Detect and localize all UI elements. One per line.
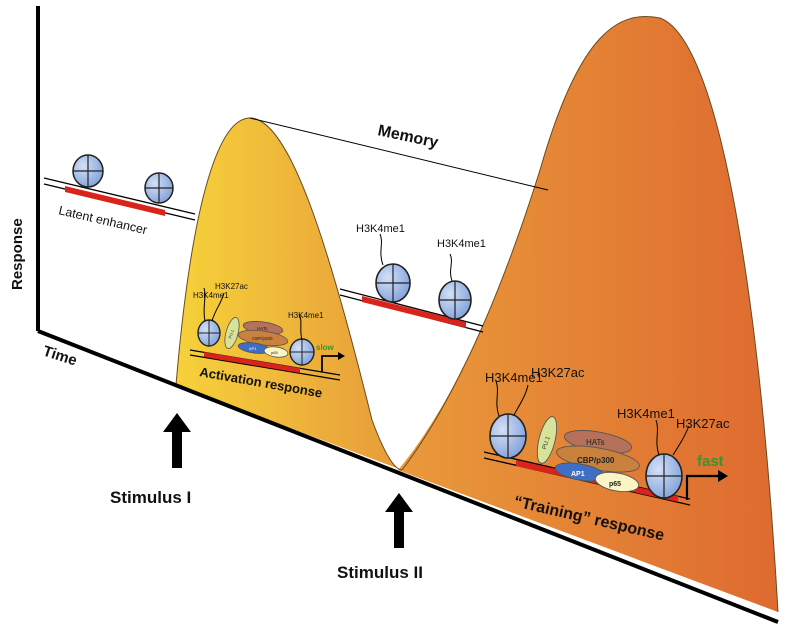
pu1-factor xyxy=(536,416,558,464)
ap1-label: AP1 xyxy=(249,346,257,351)
cbp-label: CBP/p300 xyxy=(577,456,615,465)
p65-label: p65 xyxy=(271,350,278,355)
nucleosome-icon xyxy=(72,154,104,188)
fast-label: fast xyxy=(697,453,724,470)
nucleosome-icon xyxy=(645,453,683,499)
h3k4me1-mark-label: H3K4me1 xyxy=(617,406,675,421)
nucleosome-icon xyxy=(375,263,411,303)
poised-enhancer: H3K4me1 H3K4me1 xyxy=(339,223,486,333)
response-curve-outline xyxy=(175,15,779,613)
response-curve-first-peak xyxy=(176,118,402,470)
pu1-label: PU.1 xyxy=(542,435,552,450)
stimulus-2-arrow-icon xyxy=(385,493,413,548)
nucleosome-icon xyxy=(489,413,527,459)
nucleosome-icon xyxy=(289,338,315,366)
h3k27ac-mark-label: H3K27ac xyxy=(676,416,730,431)
response-curve-second-peak xyxy=(398,16,778,613)
h3k27ac-mark-label: H3K27ac xyxy=(215,282,248,291)
ap1-label: AP1 xyxy=(571,471,585,478)
activation-tss-arrow-icon xyxy=(321,355,342,372)
h3k4me1-mark-label: H3K4me1 xyxy=(288,311,324,320)
p65-label: p65 xyxy=(609,481,621,488)
stimulus-2-label: Stimulus II xyxy=(337,563,423,582)
nucleosome-icon xyxy=(197,319,221,347)
pu1-label: PU.1 xyxy=(227,328,235,339)
p65-factor xyxy=(263,346,289,358)
cbp-label: CBP/p300 xyxy=(252,336,273,341)
latent-enhancer: Latent enhancer xyxy=(43,154,196,237)
pu1-factor xyxy=(224,317,240,349)
stimulus-1-label: Stimulus I xyxy=(110,488,191,507)
h3k4me1-mark-label: H3K4me1 xyxy=(193,291,229,300)
nucleosome-icon xyxy=(144,172,174,204)
h3k4me1-mark-label: H3K4me1 xyxy=(485,370,543,385)
training-tss-arrow-icon xyxy=(685,474,722,500)
nucleosome-icon xyxy=(438,280,472,320)
y-axis-label: Response xyxy=(9,218,26,290)
memory-label: Memory xyxy=(376,122,440,151)
hats-label: HATs xyxy=(257,326,268,331)
stimulus-1-arrow-icon xyxy=(163,413,191,468)
x-axis xyxy=(37,329,779,624)
slow-label: slow xyxy=(316,343,335,352)
h3k27ac-mark-label: H3K27ac xyxy=(531,365,585,380)
h3k4me1-mark-label: H3K4me1 xyxy=(356,223,405,235)
memory-line xyxy=(249,117,549,191)
p65-factor xyxy=(594,471,640,493)
h3k4me1-mark-label: H3K4me1 xyxy=(437,238,486,250)
hats-label: HATs xyxy=(586,438,605,447)
